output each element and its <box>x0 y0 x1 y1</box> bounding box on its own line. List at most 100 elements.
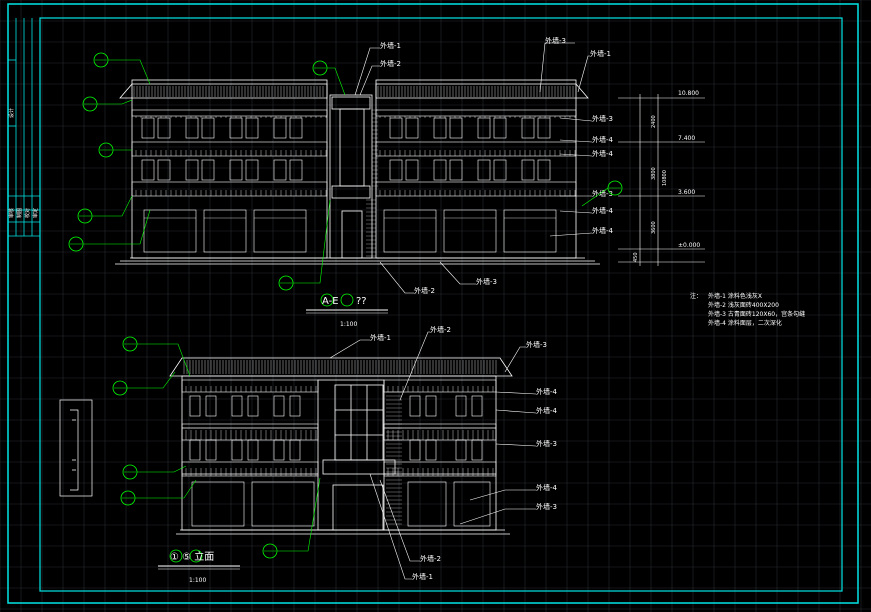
title-block-label: 设计 <box>8 108 15 118</box>
upper-tag-leaders <box>354 42 593 294</box>
window <box>537 117 551 139</box>
material-tag: 外墙-2 <box>414 286 435 295</box>
window <box>185 117 199 139</box>
shopfront-window <box>253 209 307 253</box>
material-tag: 外墙-4 <box>592 149 614 158</box>
window <box>273 395 285 417</box>
material-tag: 外墙-3 <box>476 277 497 286</box>
window <box>433 117 447 139</box>
callout-leader <box>327 67 346 96</box>
axis-bubble-a <box>320 293 334 307</box>
window <box>231 439 243 461</box>
notes-block: 注： 外墙-1 涂料色浅灰X 外墙-2 浅灰面砖400X200 外墙-3 古青面… <box>690 292 805 327</box>
window <box>231 395 243 417</box>
axis-bubble-1 <box>169 549 183 563</box>
upper-scale: 1:100 <box>340 321 357 328</box>
window <box>229 117 243 139</box>
notes-line: 外墙-3 古青面砖120X60，宫条勾缝 <box>708 310 805 318</box>
callout-leader <box>92 195 133 217</box>
window <box>471 395 483 417</box>
notes-line: 外墙-4 涂料面层，二次深化 <box>708 319 782 327</box>
upper-elevation-details <box>131 86 577 257</box>
window <box>389 117 403 139</box>
window <box>189 395 201 417</box>
shopfront-window <box>383 209 437 253</box>
material-tag: 外墙-1 <box>412 572 433 581</box>
window <box>405 159 419 181</box>
window <box>455 395 467 417</box>
window <box>409 439 421 461</box>
window <box>433 159 447 181</box>
window <box>141 117 155 139</box>
material-tag: 外墙-4 <box>536 483 558 492</box>
window <box>289 159 303 181</box>
window <box>141 159 155 181</box>
window <box>157 117 171 139</box>
material-tag: 外墙-1 <box>590 49 611 58</box>
window <box>471 439 483 461</box>
floor-band <box>131 109 328 117</box>
window <box>425 439 437 461</box>
window <box>189 439 201 461</box>
shopfront-window <box>453 481 491 527</box>
floor-band <box>383 461 497 477</box>
window <box>273 439 285 461</box>
window <box>521 159 535 181</box>
title-block-label: 审核 <box>8 208 15 218</box>
callout-leader <box>97 99 133 105</box>
window <box>289 395 301 417</box>
material-tag: 外墙-4 <box>592 206 614 215</box>
window <box>205 439 217 461</box>
window <box>477 159 491 181</box>
material-tag: 外墙-3 <box>526 340 547 349</box>
shopfront-window <box>203 209 247 253</box>
window <box>455 439 467 461</box>
window <box>273 159 287 181</box>
axis-bubble-5 <box>189 549 203 563</box>
lower-elevation-building <box>169 357 513 535</box>
window <box>205 395 217 417</box>
dimension-label: 10800 <box>662 170 668 186</box>
window <box>185 159 199 181</box>
callout-leader <box>127 371 176 389</box>
material-tag: 外墙-4 <box>592 226 614 235</box>
upper-elevation-building <box>115 79 600 265</box>
upper-elevation-title: A-E ?? 1:100 <box>306 293 388 328</box>
title-block-label: 制图 <box>16 208 23 218</box>
window <box>247 439 259 461</box>
floor-band <box>383 379 497 393</box>
side-section-detail <box>59 399 93 497</box>
window <box>389 159 403 181</box>
shopfront-window <box>191 481 245 527</box>
lower-tag-leaders <box>329 331 537 580</box>
lower-elevation-details <box>181 360 497 527</box>
window <box>245 117 259 139</box>
material-tag: 外墙-2 <box>430 325 451 334</box>
material-tag: 外墙-1 <box>370 333 391 342</box>
level-label: 3.600 <box>678 189 695 196</box>
upper-title-suffix: ?? <box>356 296 367 307</box>
window <box>229 159 243 181</box>
window <box>493 117 507 139</box>
callout-leader <box>137 465 187 473</box>
window <box>449 159 463 181</box>
lower-title-axes: ① ⑤ 立面 <box>170 550 214 563</box>
title-block-label: 校对 <box>24 208 31 218</box>
material-tag: 外墙-2 <box>380 59 401 68</box>
floor-band <box>181 423 319 441</box>
shopfront-window <box>503 209 557 253</box>
floor-band <box>131 181 328 197</box>
floor-band <box>375 141 577 157</box>
window <box>405 117 419 139</box>
level-label: ±0.000 <box>678 242 700 249</box>
window <box>521 117 535 139</box>
material-tag: 外墙-4 <box>536 406 558 415</box>
upper-dimension-lines <box>618 94 705 266</box>
window <box>245 159 259 181</box>
callout-leader <box>135 479 197 499</box>
window <box>247 395 259 417</box>
dimension-label: 2400 <box>651 115 657 128</box>
window <box>201 159 215 181</box>
